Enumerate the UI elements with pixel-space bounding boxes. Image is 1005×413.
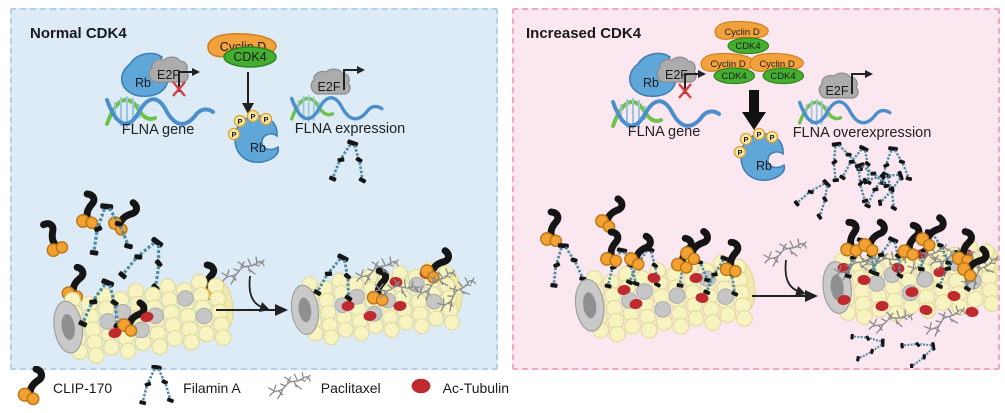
legend-item-clip170: CLIP-170 bbox=[16, 366, 112, 411]
phospho-rb: P P P P Rb bbox=[227, 109, 280, 164]
flna-gene-label: FLNA gene bbox=[628, 124, 701, 140]
filamin-a-molecule bbox=[848, 327, 889, 364]
flna-expression-site: E2F FLNA expression bbox=[290, 65, 405, 188]
reaction-arrowhead bbox=[805, 290, 818, 302]
rb-label: Rb bbox=[250, 141, 266, 155]
flna-expression-label: FLNA expression bbox=[295, 121, 405, 137]
e2f-label: E2F bbox=[157, 68, 180, 82]
cyclind-cdk4-complex: Cyclin D CDK4 bbox=[714, 20, 770, 55]
flna-gene-label: FLNA gene bbox=[122, 122, 195, 138]
legend-item-paclitaxel: Paclitaxel bbox=[267, 369, 381, 408]
flna-overexpression-label: FLNA overexpression bbox=[793, 125, 932, 141]
clip170-molecule bbox=[594, 195, 623, 234]
clip170-molecule bbox=[71, 193, 102, 232]
rb-label: Rb bbox=[756, 159, 772, 173]
filamin-a-molecule bbox=[326, 135, 374, 188]
cyclin-d-label: Cyclin D bbox=[710, 59, 746, 70]
panel-left-title: Normal CDK4 bbox=[30, 25, 127, 42]
reaction-arrowhead bbox=[275, 304, 288, 316]
phosphorylation-arrowhead bbox=[242, 103, 254, 114]
clip170-icon bbox=[16, 366, 45, 411]
phosphate-label: P bbox=[263, 115, 268, 124]
legend-item-ac-tubulin: Ac-Tubulin bbox=[407, 377, 509, 400]
phospho-rb: P P P P Rb bbox=[733, 127, 786, 182]
legend-label: CLIP-170 bbox=[53, 380, 113, 396]
legend-item-filamin-a: Filamin A bbox=[137, 362, 241, 412]
e2f-label: E2F bbox=[665, 68, 688, 82]
panel-increased-cdk4: Increased CDK4 Rb E2F FLNA gene Cyclin D… bbox=[512, 8, 1000, 370]
panel-right-title: Increased CDK4 bbox=[526, 25, 642, 42]
flna-overexpression-site: E2F FLNA overexpression bbox=[791, 69, 932, 224]
dna-helix bbox=[798, 97, 892, 129]
addition-arrowhead bbox=[795, 286, 806, 296]
legend: CLIP-170 Filamin A Paclitaxel Ac-Tubulin bbox=[16, 362, 535, 412]
cyclind-cdk4-complex: Cyclin D CDK4 bbox=[207, 33, 277, 68]
phosphate-label: P bbox=[250, 112, 255, 121]
legend-label: Filamin A bbox=[183, 380, 241, 396]
phosphate-label: P bbox=[237, 117, 242, 126]
filamin-a-icon bbox=[137, 362, 176, 412]
cdk4-label: CDK4 bbox=[721, 71, 746, 82]
paclitaxel-icon bbox=[267, 369, 313, 408]
legend-label: Paclitaxel bbox=[320, 380, 381, 396]
phosphate-label: P bbox=[743, 135, 748, 144]
panel-normal-cdk4: Normal CDK4 Rb E2F FLNA gene Cyclin D CD… bbox=[10, 8, 498, 370]
cdk4-label: CDK4 bbox=[233, 50, 266, 64]
e2f-label: E2F bbox=[826, 84, 849, 98]
phosphate-label: P bbox=[737, 148, 742, 157]
filamin-a-molecule bbox=[897, 330, 942, 368]
paclitaxel-molecule bbox=[221, 256, 265, 285]
e2f-label: E2F bbox=[318, 80, 341, 94]
rb-label: Rb bbox=[643, 76, 659, 90]
cyclind-cdk4-complex: Cyclin D CDK4 bbox=[700, 52, 756, 85]
rb-e2f-complex: Rb E2F bbox=[629, 52, 697, 98]
cyclind-cdk4-complex: Cyclin D CDK4 bbox=[749, 52, 805, 85]
phosphate-label: P bbox=[231, 130, 236, 139]
ac-tubulin-icon bbox=[407, 377, 435, 400]
rb-label: Rb bbox=[135, 76, 151, 90]
rb-e2f-complex: Rb E2F bbox=[121, 52, 189, 98]
cyclin-d-label: Cyclin D bbox=[724, 27, 760, 38]
cdk4-label: CDK4 bbox=[770, 71, 795, 82]
legend-label: Ac-Tubulin bbox=[442, 380, 510, 396]
phosphate-label: P bbox=[769, 133, 774, 142]
cyclin-d-label: Cyclin D bbox=[759, 59, 795, 70]
phosphate-label: P bbox=[756, 130, 761, 139]
clip170-molecule bbox=[31, 221, 71, 261]
dna-helix bbox=[290, 93, 384, 125]
phosphorylation-arrow-bold bbox=[742, 90, 766, 130]
cdk4-label: CDK4 bbox=[735, 41, 760, 52]
